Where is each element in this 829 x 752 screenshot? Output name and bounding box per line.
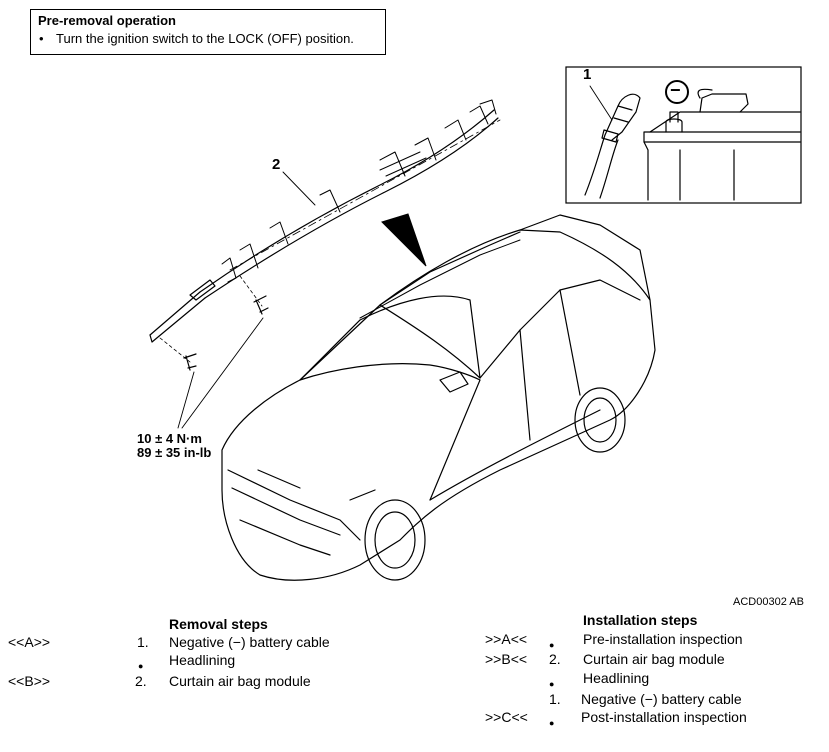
install-num-1: 1. [549,691,561,707]
removal-ref-b: <<B>> [8,673,51,689]
install-ref-a: >>A<< [485,631,528,647]
removal-num-2: 2. [135,673,147,689]
install-ref-c: >>C<< [485,709,528,725]
removal-bullet-headlining [138,656,143,674]
pre-removal-text: Turn the ignition switch to the LOCK (OF… [56,31,354,46]
callout-1: 1 [583,66,592,83]
removal-ref-a: <<A>> [8,634,51,650]
pre-removal-bullet: • [39,31,44,46]
removal-step-battery-cable: Negative (−) battery cable [169,634,330,650]
install-bullet-post [549,713,554,731]
callout-2: 2 [272,156,281,173]
pre-removal-title: Pre-removal operation [38,13,176,28]
install-bullet-headlining [549,674,554,692]
removal-heading: Removal steps [169,616,268,632]
install-step-battery-cable: Negative (−) battery cable [581,691,742,707]
install-step-curtain-airbag: Curtain air bag module [583,651,725,667]
install-num-2: 2. [549,651,561,667]
install-step-headlining: Headlining [583,670,650,686]
pre-removal-box: Pre-removal operation • Turn the ignitio… [30,9,386,55]
install-step-post-inspection: Post-installation inspection [581,709,747,725]
torque-imperial: 89 ± 35 in-lb [137,445,212,460]
removal-step-curtain-airbag: Curtain air bag module [169,673,311,689]
figure-code: ACD00302 AB [733,596,804,608]
removal-step-headlining: Headlining [169,652,236,668]
install-step-pre-inspection: Pre-installation inspection [583,631,743,647]
minus-symbol: − [670,80,681,100]
torque-metric: 10 ± 4 N·m [137,431,202,446]
install-ref-b: >>B<< [485,651,528,667]
removal-num-1: 1. [137,634,149,650]
installation-heading: Installation steps [583,612,698,628]
